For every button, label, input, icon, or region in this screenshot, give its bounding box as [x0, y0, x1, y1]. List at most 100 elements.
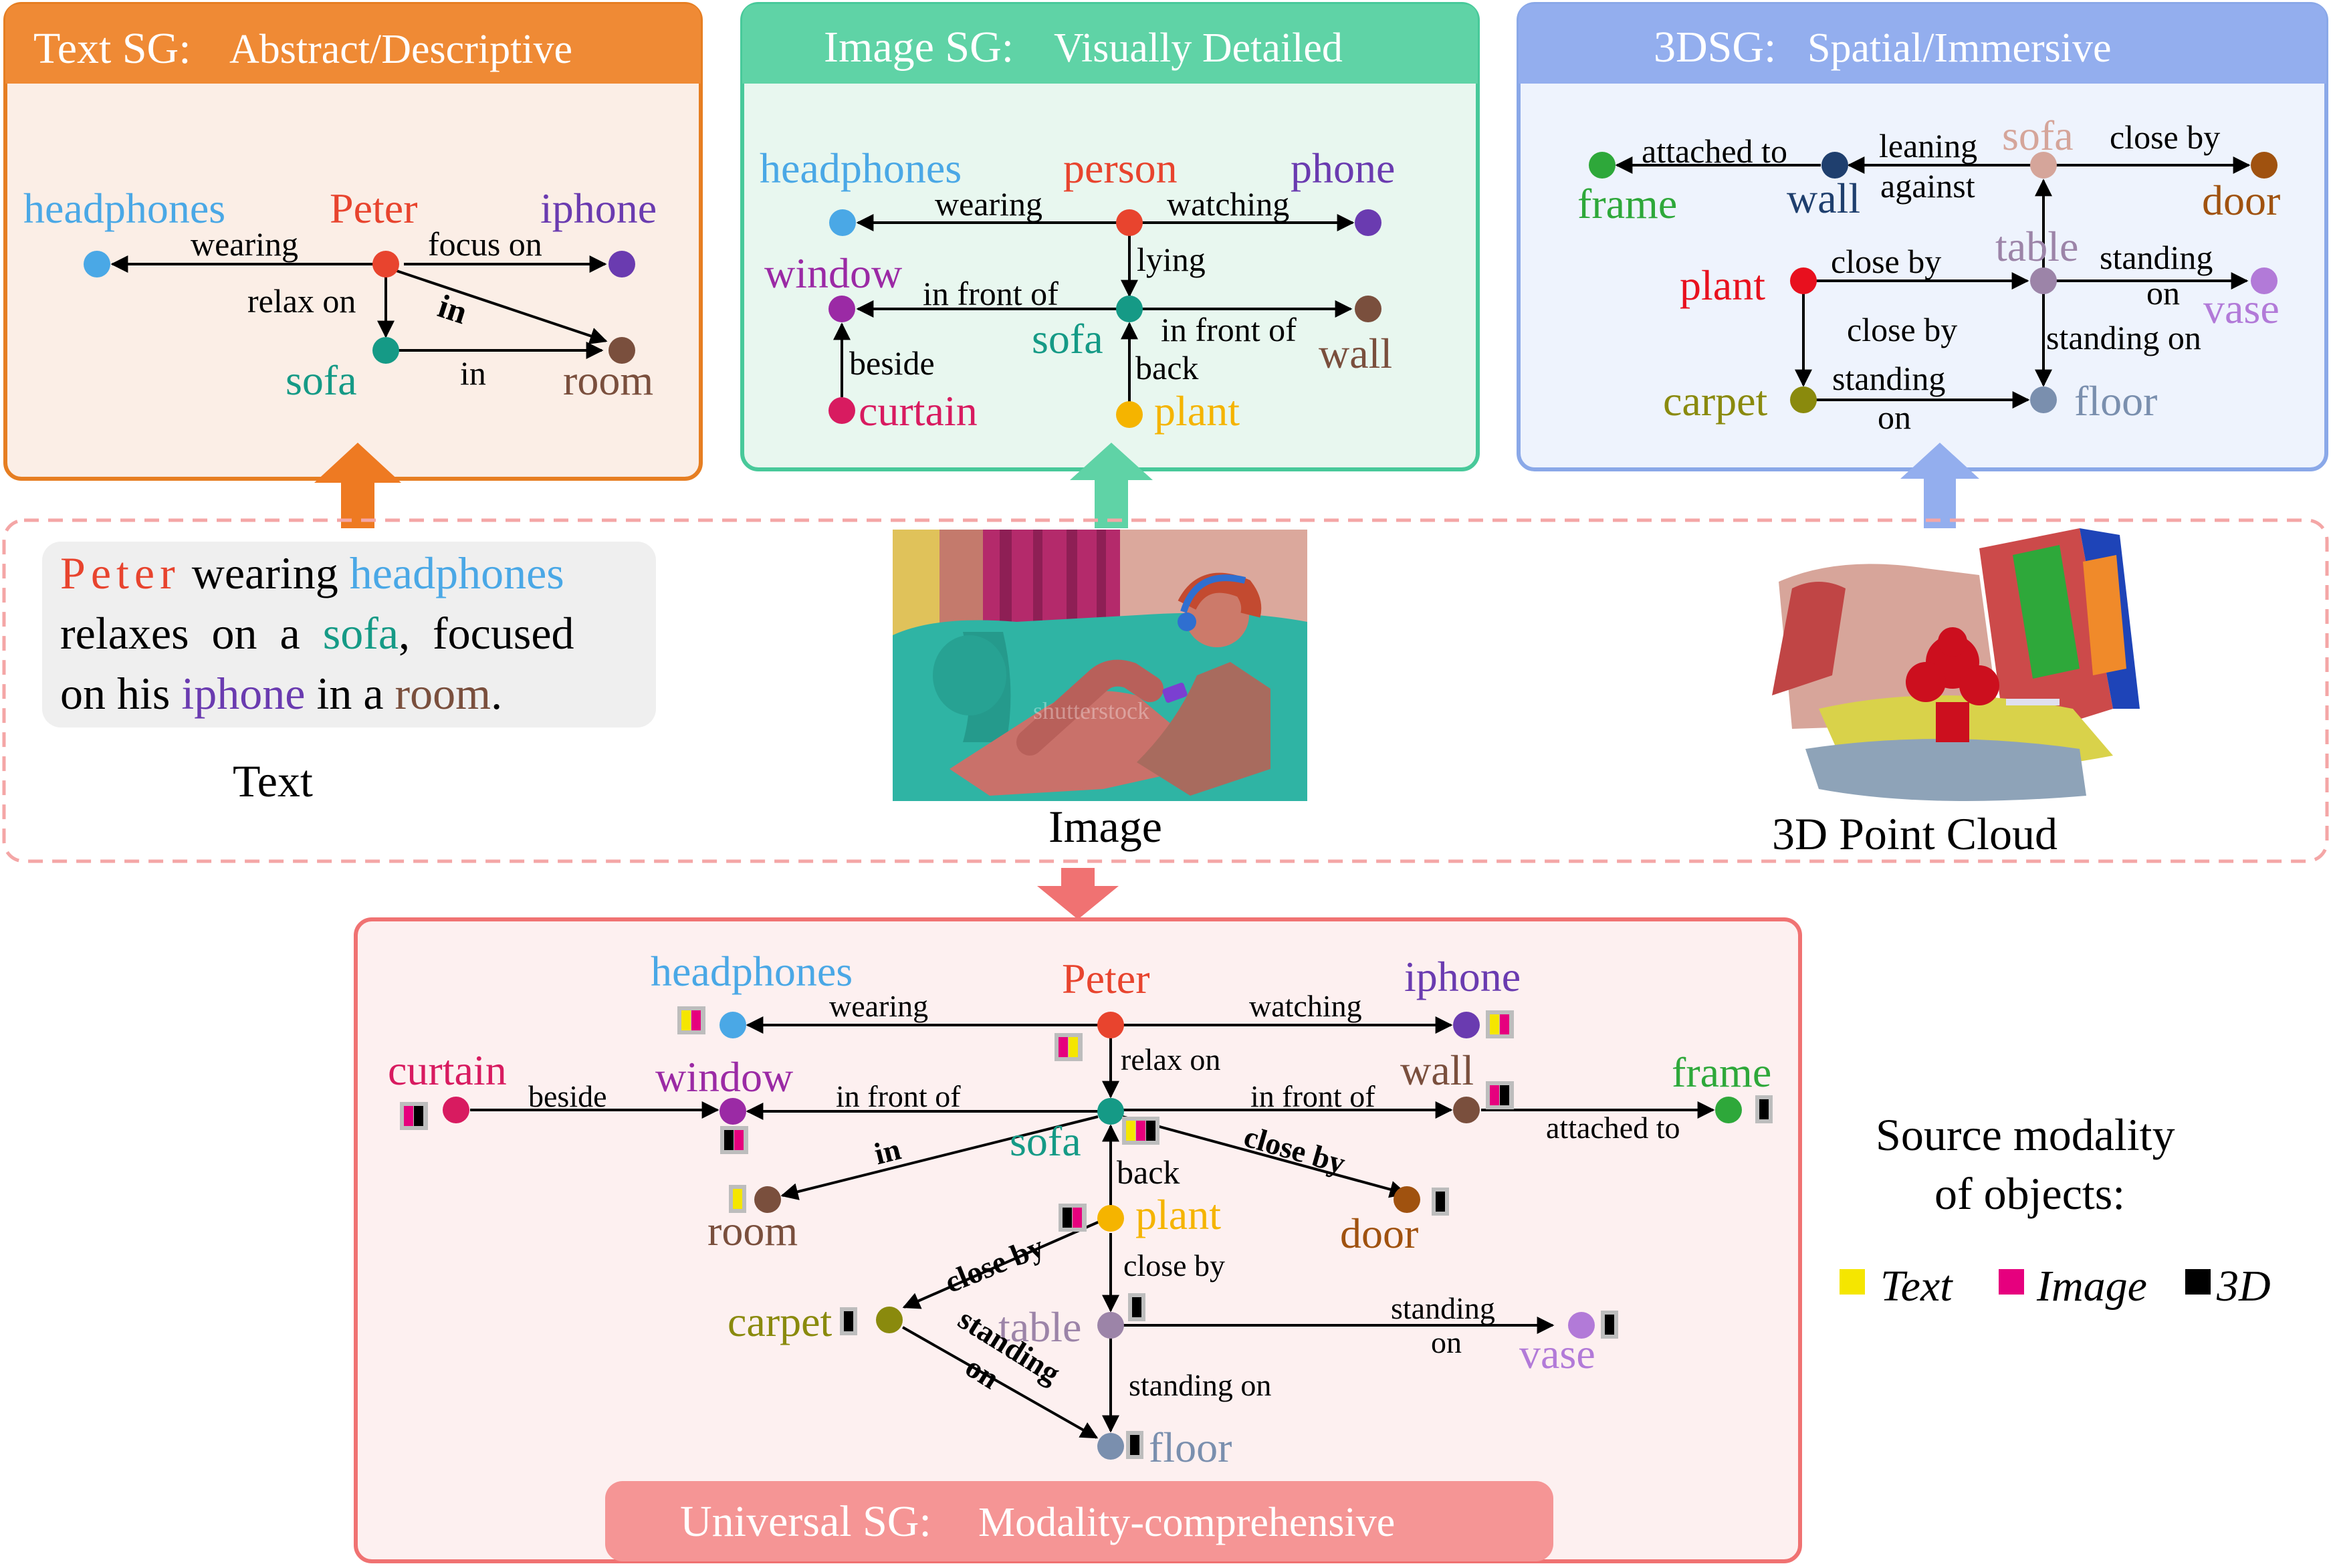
3dsg-label-sofa: sofa — [2002, 112, 2074, 159]
u-edge-standing-vase-b: on — [1431, 1325, 1462, 1359]
u-edge-beside: beside — [528, 1079, 607, 1113]
universal-sg-nodes — [443, 1012, 1742, 1460]
text-sg-edge-relax-on: relax on — [247, 282, 356, 320]
3dsg-edge-close-by-mid: close by — [1831, 243, 1941, 280]
universal-sg-node-labels: headphones Peter iphone curtain window w… — [388, 947, 1771, 1471]
3dsg-label-vase: vase — [2203, 285, 2280, 332]
u-label-sofa: sofa — [1010, 1117, 1081, 1165]
u-node-wall — [1453, 1097, 1480, 1123]
u-label-plant: plant — [1135, 1191, 1221, 1238]
legend-title-line1: Source modality — [1876, 1109, 2175, 1160]
badge-door — [1432, 1188, 1449, 1216]
u-label-room: room — [707, 1207, 798, 1254]
u-node-window — [719, 1098, 746, 1125]
u-label-window: window — [655, 1053, 793, 1101]
arrow-down-universal-sg — [1037, 868, 1119, 919]
badge-vase — [1601, 1311, 1618, 1339]
3dsg-label-door: door — [2202, 177, 2280, 224]
legend-swatch-3d — [2185, 1269, 2211, 1295]
u-node-iphone — [1453, 1012, 1480, 1038]
node-room — [608, 337, 635, 364]
badge-curtain — [400, 1102, 428, 1130]
u-node-headphones — [719, 1012, 746, 1038]
3dsg-edge-standing-carpet-a: standing — [1832, 360, 1945, 397]
universal-sg-title-suffix: Modality-comprehensive — [978, 1500, 1395, 1545]
badge-wall — [1486, 1081, 1514, 1109]
text-sg-label-sofa: sofa — [286, 356, 357, 404]
3dsg-label-table: table — [1995, 223, 2078, 270]
3dsg-edge-close-by-top: close by — [2110, 118, 2220, 156]
u-node-sofa — [1097, 1098, 1124, 1125]
modality-legend: Source modality of objects: Text Image 3… — [1840, 1109, 2271, 1311]
image-sg-label-plant: plant — [1154, 387, 1240, 435]
text-sg-edge-focus-on: focus on — [428, 225, 542, 263]
image-sg-label-person: person — [1063, 144, 1178, 192]
pointcloud-input-caption: 3D Point Cloud — [1772, 808, 2058, 859]
u-edge-wearing: wearing — [829, 989, 928, 1023]
badge-window — [720, 1126, 748, 1154]
badge-headphones — [677, 1006, 705, 1034]
3dsg-label-plant: plant — [1680, 261, 1765, 309]
text-input-caption: Text — [233, 756, 313, 806]
text-sg-label-headphones: headphones — [23, 185, 225, 232]
badge-frame — [1755, 1095, 1773, 1123]
input-photo: shutterstock — [893, 530, 1307, 801]
u-node-table — [1097, 1312, 1124, 1339]
arrow-up-text-sg — [314, 443, 401, 528]
u-node-peter — [1097, 1012, 1124, 1038]
u-edge-in-front-of-left: in front of — [836, 1079, 961, 1113]
3dsg-edge-close-by-plant: close by — [1847, 311, 1957, 348]
3dsg-edge-standing-vase-b: on — [2146, 274, 2180, 312]
image-sg-title-prefix: Image SG: — [824, 23, 1014, 72]
image-sg-label-phone: phone — [1291, 144, 1395, 192]
3dsg-edge-standing-vase-a: standing — [2100, 239, 2213, 276]
3dsg-edge-attached-to: attached to — [1642, 132, 1787, 170]
u-label-floor: floor — [1149, 1424, 1232, 1471]
badge-table — [1128, 1293, 1145, 1321]
legend-swatch-image — [1999, 1269, 2024, 1295]
node-iphone — [608, 251, 635, 277]
u-edge-standing-on-floor: standing on — [1129, 1368, 1271, 1402]
image-sg-label-wall: wall — [1319, 330, 1392, 377]
3dsg-edge-standing-on-floor: standing on — [2046, 319, 2201, 356]
u-edge-watching: watching — [1249, 989, 1362, 1023]
image-sg-edge-watching: watching — [1167, 185, 1289, 223]
input-to-panel-arrows — [314, 443, 1979, 528]
image-sg-edge-back: back — [1135, 349, 1198, 386]
u-node-door — [1394, 1186, 1420, 1213]
u-label-table: table — [998, 1303, 1081, 1351]
image-input: shutterstock Image — [893, 530, 1307, 852]
3dsg-panel: 3DSG: Spatial/Immersive frame wall s — [1517, 2, 2328, 471]
text-input-line3: on his iphone in a room. — [60, 668, 502, 719]
image-sg-label-window: window — [764, 249, 902, 297]
legend-label-text: Text — [1880, 1262, 1953, 1311]
3dsg-label-carpet: carpet — [1663, 377, 1768, 425]
universal-sg-edges — [470, 1016, 1715, 1439]
image-sg-edge-in-front-of-right: in front of — [1161, 311, 1297, 348]
point-cloud-plant — [1906, 627, 1999, 742]
node-headphones — [84, 251, 110, 277]
image-sg-edge-in-front-of-left: in front of — [923, 275, 1059, 312]
u-node-carpet — [876, 1307, 903, 1333]
text-sg-title-suffix: Abstract/Descriptive — [229, 27, 572, 72]
text-input-line2: relaxes on a sofa, focused — [60, 608, 574, 659]
3dsg-nodes — [1589, 152, 2278, 413]
3dsg-label-wall: wall — [1787, 175, 1860, 222]
arrow-up-3dsg — [1900, 443, 1979, 528]
text-sg-label-room: room — [563, 356, 653, 404]
arrow-up-image-sg — [1070, 443, 1153, 528]
image-sg-title-suffix: Visually Detailed — [1054, 25, 1343, 71]
badge-iphone — [1486, 1010, 1514, 1038]
universal-sg-panel: Universal SG: Modality-comprehensive — [354, 917, 1802, 1563]
point-cloud-render — [1772, 528, 2140, 801]
text-sg-edges — [110, 255, 608, 359]
badge-peter — [1054, 1033, 1083, 1061]
image-sg-label-headphones: headphones — [760, 144, 962, 192]
u-label-carpet: carpet — [728, 1298, 832, 1345]
text-sg-panel: Text SG: Abstract/Descriptive headphones… — [3, 2, 703, 481]
u-edge-standing-vase-a: standing — [1391, 1291, 1495, 1325]
photo-watermark: shutterstock — [1033, 697, 1149, 724]
u-edge-attached-to: attached to — [1546, 1111, 1680, 1145]
u-node-frame — [1715, 1097, 1742, 1123]
